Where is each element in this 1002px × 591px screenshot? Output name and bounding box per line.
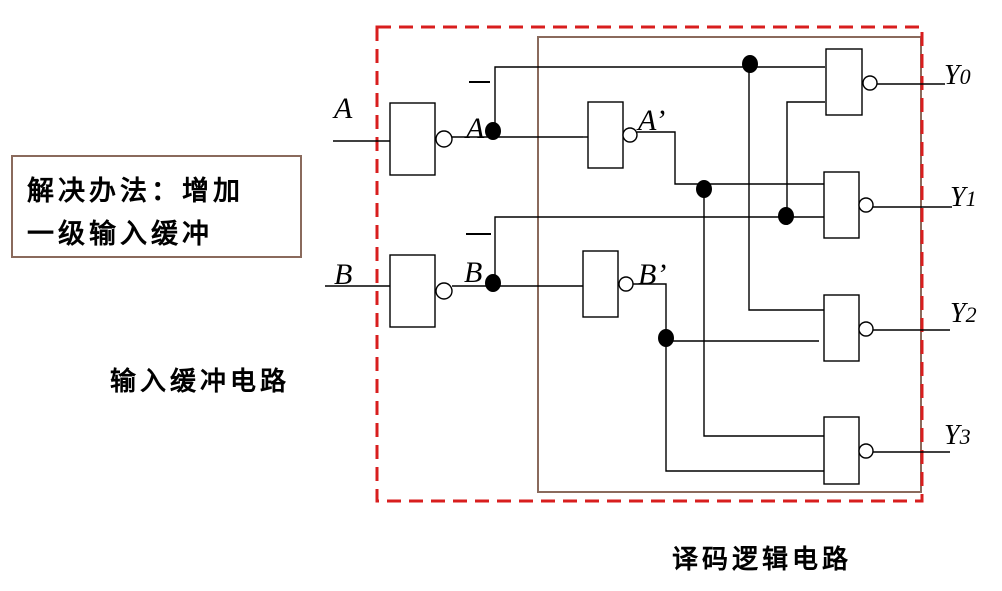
junction-dot-a-bar [485, 122, 501, 140]
label-input-b: B [334, 258, 352, 291]
inversion-bubble-b [435, 282, 453, 300]
nand-gate-y0 [825, 48, 863, 116]
wire-a-prime-to-y3 [703, 188, 825, 437]
junction-dot-b-prime [658, 329, 674, 347]
label-output-y0: Y0 [944, 60, 971, 91]
output-bubble-y3 [858, 443, 874, 459]
wire-a-bar-top [494, 66, 825, 133]
buffer-gate-b [389, 254, 436, 328]
label-input-a: A [332, 92, 353, 125]
label-output-y1: Y1 [950, 182, 977, 213]
inversion-bubble-a-prime [622, 127, 638, 143]
output-bubble-y0 [862, 75, 878, 91]
solution-note-box: 解决办法：增加 一级输入缓冲 [11, 155, 302, 258]
wire-b-bar-to-y0 [786, 101, 825, 225]
label-output-y2: Y2 [950, 298, 977, 329]
junction-dot-b-bar-line [778, 207, 794, 225]
wire-a-prime [637, 131, 825, 185]
label-a-prime: A’ [636, 104, 665, 137]
output-bubble-y2 [858, 321, 874, 337]
inversion-bubble-a [435, 130, 453, 148]
solution-note-line-2: 一级输入缓冲 [27, 219, 213, 250]
junction-dot-b-bar [485, 274, 501, 292]
label-output-y3: Y3 [944, 420, 971, 451]
label-b-prime: B’ [638, 258, 666, 291]
output-bubble-y1 [858, 197, 874, 213]
wire-b-bar-top [494, 216, 825, 283]
junction-dot-a-prime [696, 180, 712, 198]
label-b-bar: B [464, 256, 482, 289]
solution-note-line-1: 解决办法：增加 [27, 176, 244, 207]
nand-gate-y2 [823, 294, 860, 362]
input-buffer-box [375, 25, 924, 503]
nand-gate-y1 [823, 171, 860, 239]
wire-b-prime [633, 283, 825, 472]
decode-logic-caption: 译码逻辑电路 [672, 545, 853, 575]
nand-gate-y3 [823, 416, 860, 485]
inverter-gate-a-prime [587, 101, 624, 169]
input-buffer-caption: 输入缓冲电路 [110, 367, 291, 397]
inversion-bubble-b-prime [618, 276, 634, 292]
junction-dot-a-bar-top [742, 55, 758, 73]
inverter-gate-b-prime [582, 250, 619, 318]
label-a-bar: A [464, 112, 485, 145]
wire-a-bar-to-y2 [748, 64, 825, 311]
buffer-gate-a [389, 102, 436, 176]
